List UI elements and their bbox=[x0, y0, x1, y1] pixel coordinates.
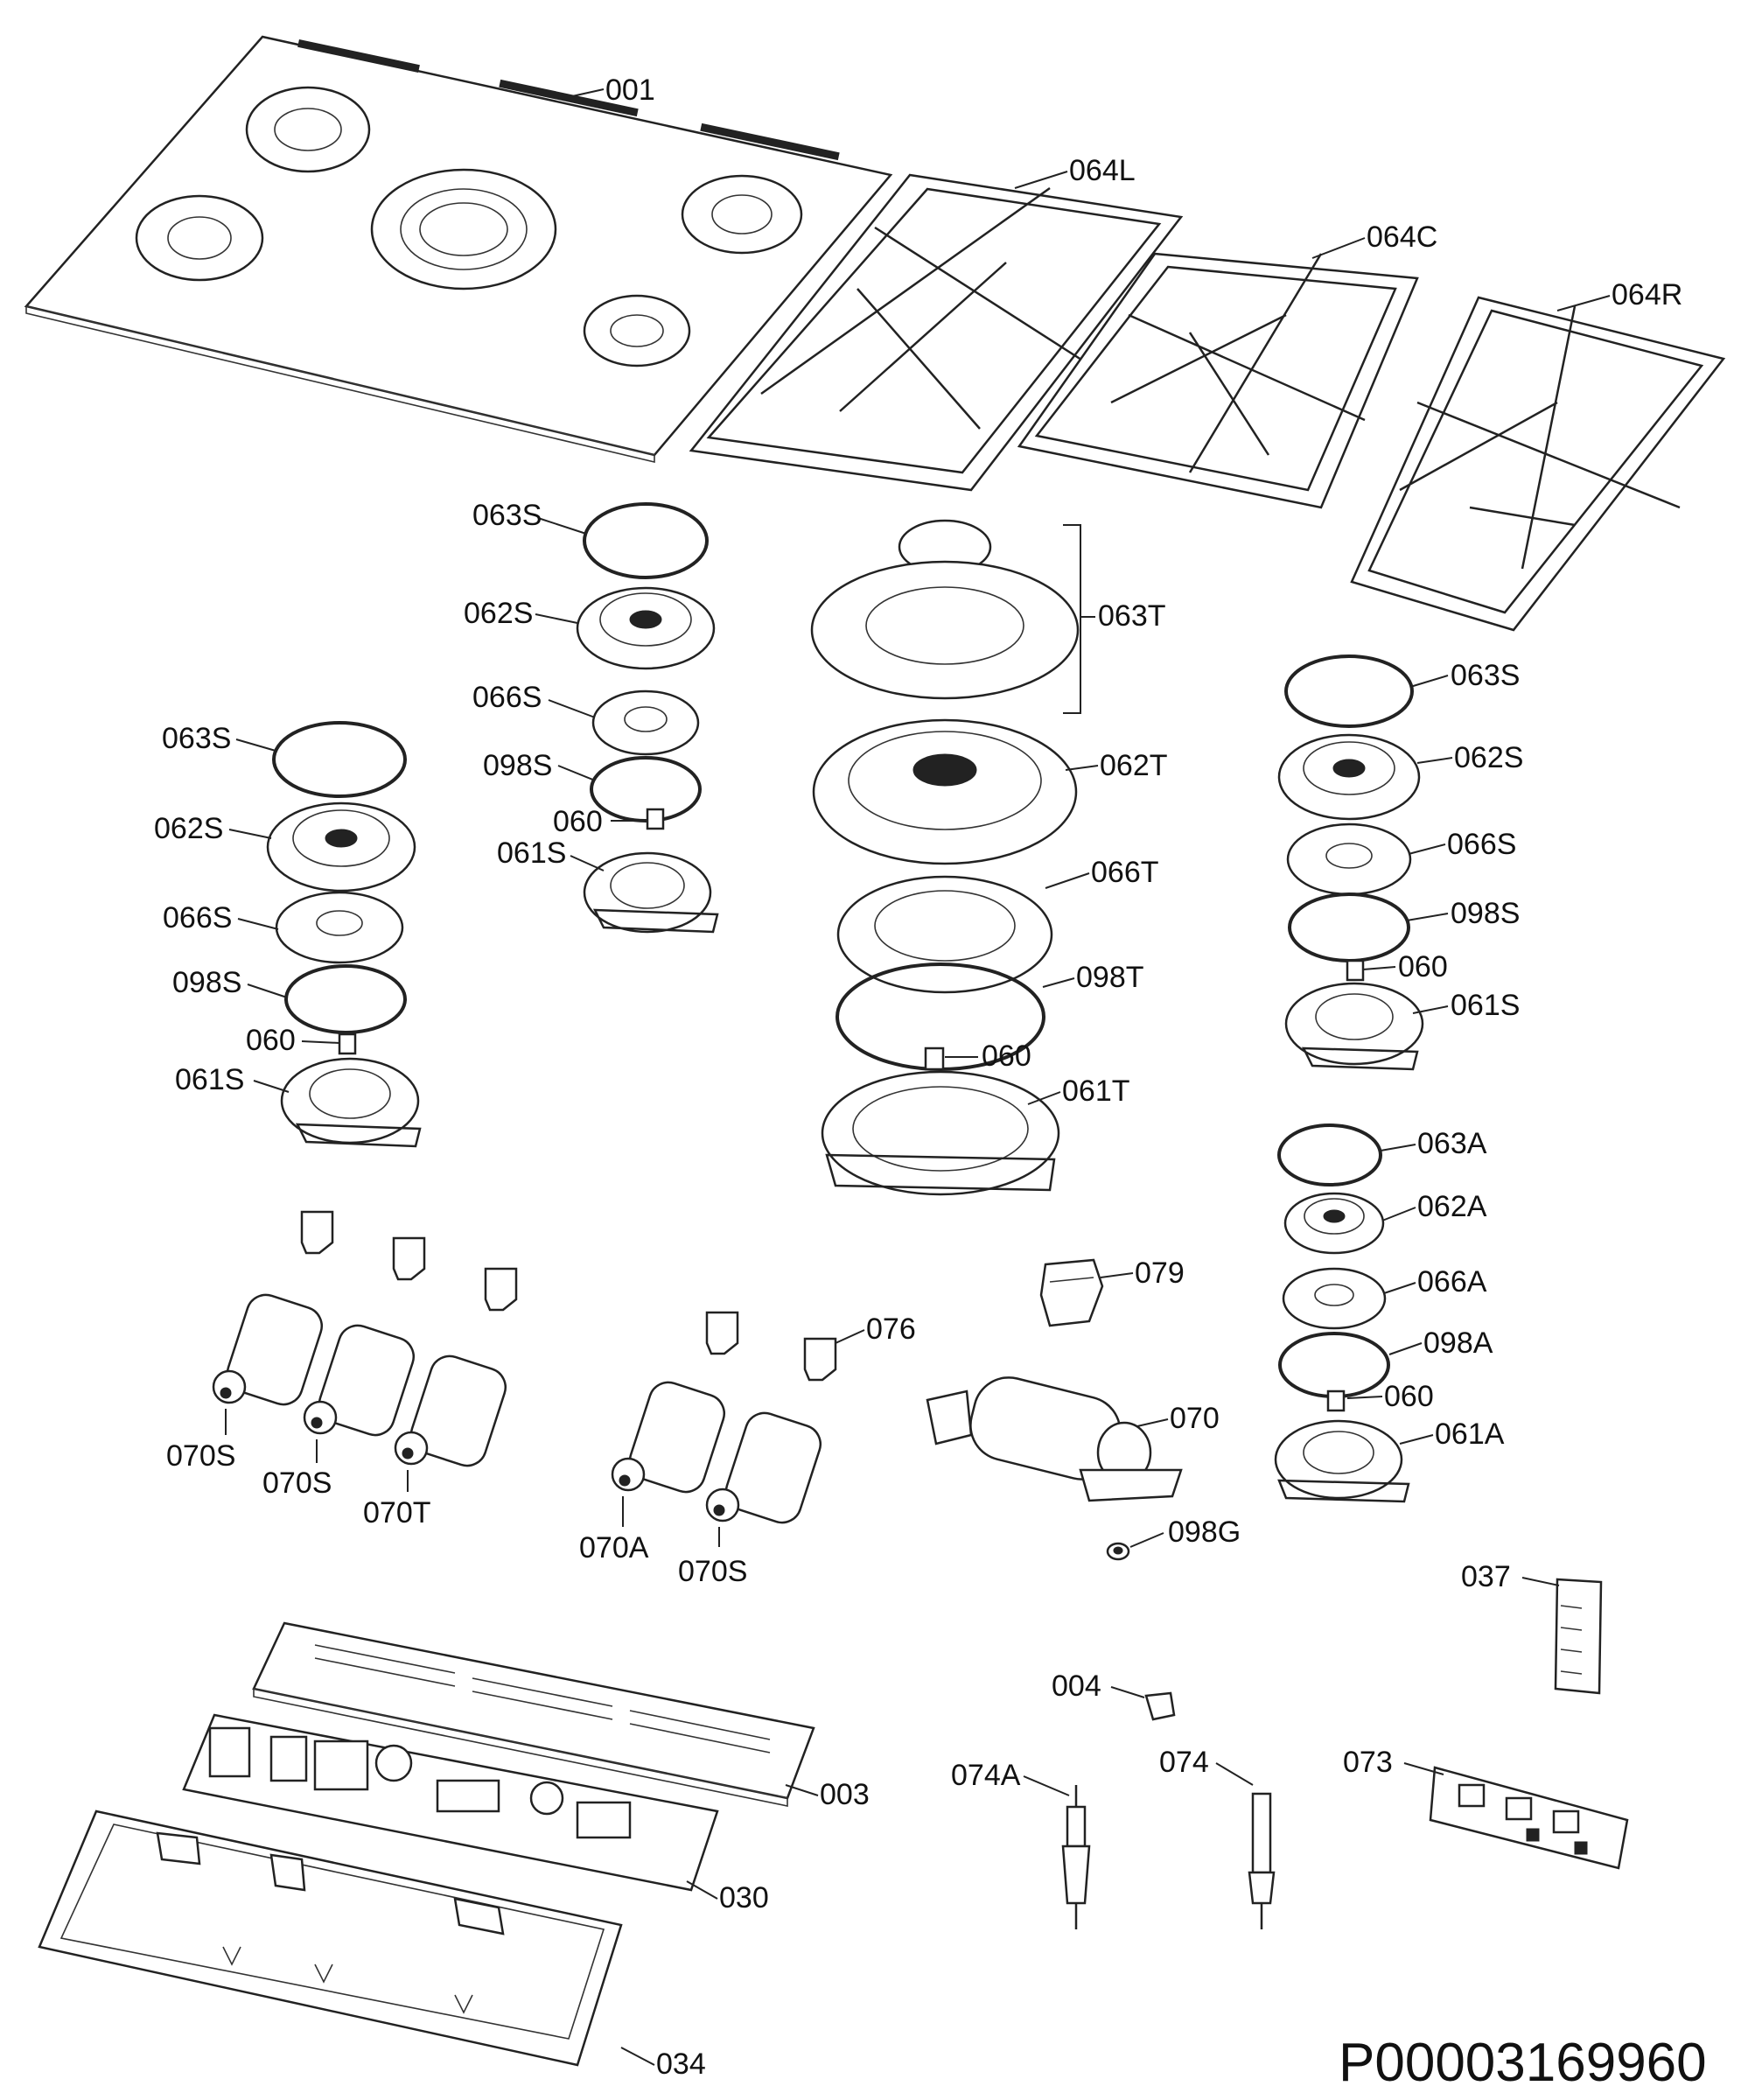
label-064C: 064C bbox=[1367, 220, 1437, 254]
label-074: 074 bbox=[1159, 1746, 1209, 1779]
part-003-control-panel bbox=[252, 1621, 815, 1807]
label-004: 004 bbox=[1052, 1670, 1101, 1703]
part-074A-electrode bbox=[1061, 1785, 1091, 1929]
label-064R: 064R bbox=[1612, 278, 1682, 312]
label-060-b: 060 bbox=[982, 1040, 1031, 1073]
document-id: P00003169960 bbox=[1339, 2033, 1707, 2093]
label-098S-b: 098S bbox=[172, 966, 241, 999]
label-060-d: 060 bbox=[1398, 950, 1448, 984]
valve-group-left bbox=[212, 1210, 518, 1467]
part-034-housing bbox=[38, 1810, 623, 2067]
label-062S-a: 062S bbox=[464, 597, 533, 630]
label-034: 034 bbox=[656, 2048, 706, 2081]
label-060-a: 060 bbox=[553, 805, 603, 838]
label-066S-c: 066S bbox=[1447, 828, 1516, 861]
label-070A: 070A bbox=[579, 1531, 649, 1564]
label-060-e: 060 bbox=[1384, 1380, 1434, 1413]
part-098G-washer bbox=[1106, 1542, 1130, 1561]
label-064L: 064L bbox=[1069, 154, 1136, 187]
label-063S-b: 063S bbox=[162, 722, 231, 755]
label-061T: 061T bbox=[1062, 1074, 1130, 1108]
label-074A: 074A bbox=[951, 1759, 1021, 1792]
label-066T: 066T bbox=[1091, 856, 1159, 889]
valve-group-center bbox=[611, 1311, 837, 1524]
label-073: 073 bbox=[1343, 1746, 1393, 1779]
burner-stack-right-lower bbox=[1274, 1124, 1410, 1503]
label-003: 003 bbox=[820, 1778, 870, 1811]
burner-stack-large-center bbox=[810, 519, 1080, 1196]
burner-stack-small-center bbox=[576, 502, 719, 934]
label-062S-c: 062S bbox=[1454, 741, 1523, 774]
burner-stack-left bbox=[266, 721, 422, 1148]
label-062S-b: 062S bbox=[154, 812, 223, 845]
part-030-circuit-board bbox=[182, 1713, 719, 1892]
label-070T: 070T bbox=[363, 1496, 431, 1530]
label-070S-b: 070S bbox=[262, 1466, 332, 1500]
label-061S-a: 061S bbox=[497, 836, 566, 870]
label-061A: 061A bbox=[1435, 1418, 1505, 1451]
part-004-clip bbox=[1144, 1691, 1176, 1721]
label-001: 001 bbox=[605, 74, 655, 107]
label-098T: 098T bbox=[1076, 961, 1144, 994]
label-066S-a: 066S bbox=[472, 681, 542, 714]
label-098S-a: 098S bbox=[483, 749, 552, 782]
label-063S-a: 063S bbox=[472, 499, 542, 532]
label-061S-c: 061S bbox=[1451, 989, 1520, 1022]
label-063S-c: 063S bbox=[1451, 659, 1520, 692]
label-070: 070 bbox=[1170, 1402, 1220, 1435]
label-062A: 062A bbox=[1417, 1190, 1487, 1223]
label-070S-c: 070S bbox=[678, 1555, 747, 1588]
label-060-c: 060 bbox=[246, 1024, 296, 1057]
label-098G: 098G bbox=[1168, 1516, 1241, 1549]
label-061S-b: 061S bbox=[175, 1063, 244, 1096]
label-030: 030 bbox=[719, 1881, 769, 1914]
part-073-spark-generator bbox=[1429, 1766, 1629, 1870]
label-076: 076 bbox=[866, 1312, 916, 1346]
label-063A: 063A bbox=[1417, 1127, 1487, 1160]
part-070-valve bbox=[926, 1376, 1183, 1502]
part-074-electrode bbox=[1248, 1792, 1276, 1929]
label-098A: 098A bbox=[1423, 1326, 1493, 1360]
part-064C-center-grate bbox=[1017, 252, 1419, 509]
label-037: 037 bbox=[1461, 1560, 1511, 1593]
part-001-cooktop-top bbox=[24, 35, 893, 464]
label-098S-c: 098S bbox=[1451, 897, 1520, 930]
part-064L-left-grate bbox=[689, 173, 1184, 492]
label-066S-b: 066S bbox=[163, 901, 232, 934]
part-079-clip bbox=[1039, 1258, 1104, 1327]
part-037-bracket bbox=[1554, 1578, 1603, 1695]
label-063T: 063T bbox=[1098, 599, 1166, 633]
part-064R-right-grate bbox=[1350, 296, 1726, 632]
label-066A: 066A bbox=[1417, 1265, 1487, 1298]
label-062T: 062T bbox=[1100, 749, 1168, 782]
label-079: 079 bbox=[1135, 1256, 1185, 1290]
burner-stack-right-upper bbox=[1277, 654, 1424, 1071]
label-070S-a: 070S bbox=[166, 1439, 235, 1473]
